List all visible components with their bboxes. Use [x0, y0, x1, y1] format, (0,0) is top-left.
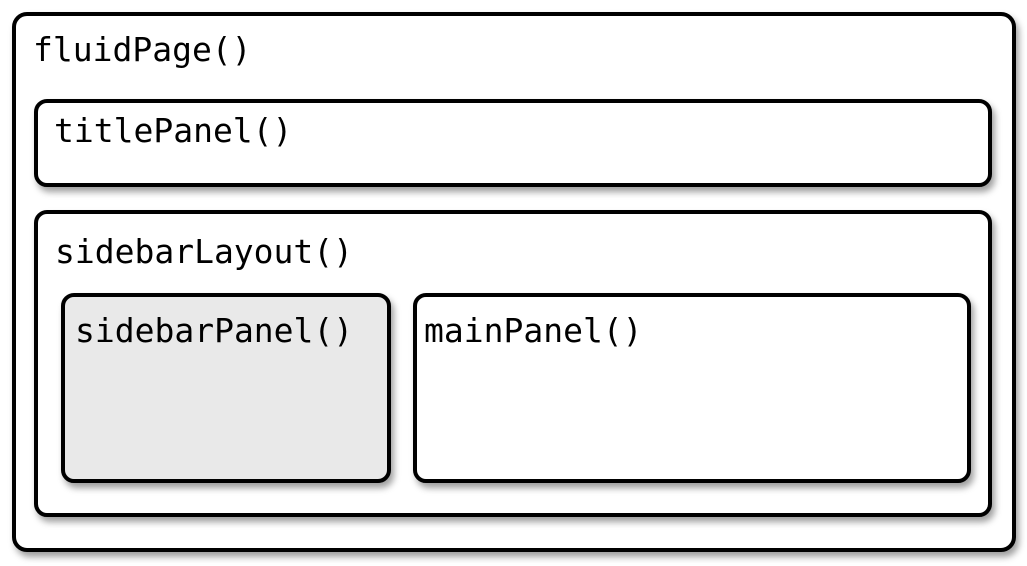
- sidebarlayout-label: sidebarLayout(): [55, 232, 354, 271]
- sidebarpanel-box: sidebarPanel(): [61, 293, 391, 483]
- fluidpage-box: fluidPage() titlePanel() sidebarLayout()…: [12, 12, 1016, 552]
- titlepanel-label: titlePanel(): [54, 111, 293, 150]
- mainpanel-label: mainPanel(): [424, 311, 643, 350]
- titlepanel-box: titlePanel(): [34, 99, 992, 187]
- sidebarlayout-box: sidebarLayout() sidebarPanel() mainPanel…: [34, 210, 992, 517]
- mainpanel-box: mainPanel(): [413, 293, 971, 483]
- fluidpage-label: fluidPage(): [33, 30, 252, 69]
- sidebarpanel-label: sidebarPanel(): [75, 311, 354, 350]
